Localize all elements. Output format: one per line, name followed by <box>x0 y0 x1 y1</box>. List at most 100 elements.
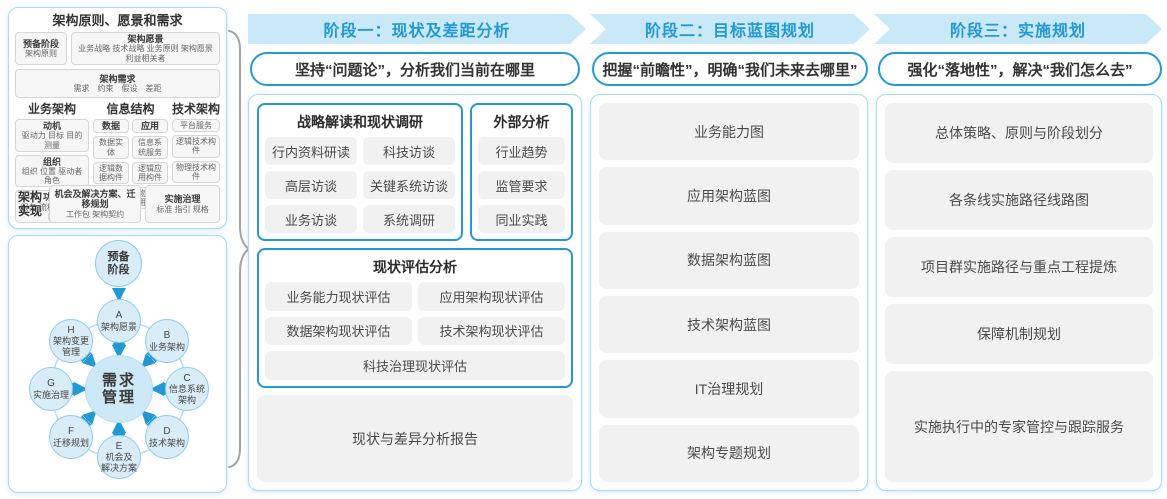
principles-panel: 架构原则、愿景和需求 预备阶段 架构原则 架构愿景 业务战略 技术战略 业务原则… <box>8 7 227 229</box>
adm-center-requirements-node: 需求 管理 <box>85 355 153 423</box>
phase3-item: 实施执行中的专家管控与跟踪服务 <box>885 371 1153 482</box>
strategy-item: 系统调研 <box>363 205 455 233</box>
architecture-columns: 业务架构 动机 驱动力 目标 目的 测量 组织 组织 位置 驱动者 角色 功能 … <box>15 102 221 224</box>
physical-tech-box: 物理技术构件 <box>172 160 220 183</box>
application-subcolumn: 应用 信息系统服务 逻辑应用构件 物理应用构件 <box>132 119 168 210</box>
adm-cycle-panel: 预备 阶段 需求 管理 A 架构愿景 B 业务架构 C 信息系统 架构 D 技术… <box>8 235 227 493</box>
technology-architecture-column: 技术架构 平台服务 逻辑技术构件 物理技术构件 <box>172 102 221 183</box>
adm-prep-node: 预备 阶段 <box>95 240 142 287</box>
assessment-item: 应用架构现状评估 <box>418 282 565 311</box>
node-id: A <box>115 310 123 322</box>
architecture-vision-box: 架构愿景 业务战略 技术战略 业务原则 架构愿景 利益相关者 <box>71 32 220 65</box>
box-title: 应用 <box>140 121 159 131</box>
phase1-slogan: 坚持“问题论”，分析我们当前在哪里 <box>250 52 580 86</box>
phase3-header-band: 阶段三：实施规划 <box>874 14 1162 44</box>
implementation-governance-box: 实施治理 标准 指引 规格 <box>145 185 220 223</box>
strategy-research-title: 战略解读和现状调研 <box>297 114 423 130</box>
external-items-grid: 行业趋势 监管要求 同业实践 <box>478 137 565 233</box>
current-state-assessment-box: 现状评估分析 业务能力现状评估 应用架构现状评估 数据架构现状评估 技术架构现状… <box>257 248 573 388</box>
node-id: B <box>163 330 171 342</box>
architecture-requirements-title: 架构需求 <box>99 73 136 84</box>
node-id: F <box>67 426 75 438</box>
phase3-item: 保障机制规划 <box>885 304 1153 364</box>
information-structure-column: 信息结构 数据 数据实体 逻辑数据构件 物理数据构件 应用 信息系统服务 逻辑应… <box>93 102 168 210</box>
node-label: 业务架构 <box>148 341 185 352</box>
phase3-item: 项目群实施路径与重点工程提炼 <box>885 237 1153 297</box>
box-title: 组织 <box>42 156 61 167</box>
phase2-slogan: 把握“前瞻性”，明确“我们未来去哪里” <box>592 52 868 86</box>
application-header-box: 应用 <box>132 119 168 134</box>
box-title: 数据 <box>101 121 120 131</box>
phase3-panel: 总体策略、原则与阶段划分 各条线实施路径线路图 项目群实施路径与重点工程提炼 保… <box>876 94 1162 491</box>
phase2-item: 应用架构蓝图 <box>599 167 859 225</box>
phase2-item: 数据架构蓝图 <box>599 231 859 289</box>
node-id: D <box>163 426 171 438</box>
platform-service-box: 平台服务 <box>172 119 220 133</box>
node-label: 技术架构 <box>148 437 185 448</box>
box-sub: 物理技术构件 <box>176 162 216 181</box>
adm-node-e: E 机会及 解决方案 <box>97 435 141 479</box>
assessment-item: 技术架构现状评估 <box>418 316 565 346</box>
technology-architecture-title: 技术架构 <box>172 102 221 116</box>
external-item: 监管要求 <box>478 171 565 199</box>
data-entity-box: 数据实体 <box>93 136 129 159</box>
strategy-item: 业务访谈 <box>265 205 357 233</box>
box-title: 机会及解决方案、迁移规划 <box>54 189 136 210</box>
gap-analysis-report-box: 现状与差异分析报告 <box>257 395 573 482</box>
architecture-requirements-box: 架构需求 需求 约束 假设 差距 <box>15 69 220 98</box>
strategy-research-box: 战略解读和现状调研 行内资料研读 科技访谈 高层访谈 关键系统访谈 业务访谈 系… <box>257 103 463 241</box>
curly-brace-icon <box>227 30 251 468</box>
business-architecture-column: 业务架构 动机 驱动力 目标 目的 测量 组织 组织 位置 驱动者 角色 功能 … <box>15 102 89 224</box>
node-label: 信息系统 架构 <box>168 384 205 405</box>
architecture-realization-row: 架构实现 机会及解决方案、迁移规划 工作包 架构契约 实施治理 标准 指引 规格 <box>15 185 220 223</box>
architecture-requirements-sub: 需求 约束 假设 差距 <box>73 84 162 94</box>
adm-node-c: C 信息系统 架构 <box>165 367 209 411</box>
logical-app-box: 逻辑应用构件 <box>132 161 168 185</box>
adm-node-d: D 技术架构 <box>145 415 189 459</box>
box-sub: 逻辑技术构件 <box>176 137 216 156</box>
adm-node-h: H 架构变更 管理 <box>49 319 93 363</box>
box-title: 动机 <box>42 121 61 131</box>
business-organization-box: 组织 组织 位置 驱动者 角色 <box>15 154 89 188</box>
phase2-header-band: 阶段二：目标蓝图规划 <box>590 14 870 44</box>
data-header-box: 数据 <box>93 119 129 134</box>
node-label: 架构愿景 <box>100 321 137 332</box>
assessment-item: 数据架构现状评估 <box>265 316 412 346</box>
external-item: 行业趋势 <box>478 137 565 165</box>
node-id: H <box>67 324 75 336</box>
assessment-title: 现状评估分析 <box>373 259 457 275</box>
assessment-items-grid: 业务能力现状评估 应用架构现状评估 数据架构现状评估 技术架构现状评估 科技治理… <box>265 282 565 380</box>
logical-tech-box: 逻辑技术构件 <box>172 135 220 158</box>
info-system-service-box: 信息系统服务 <box>132 136 168 159</box>
node-id: G <box>47 378 55 390</box>
node-label: 实施治理 <box>32 389 69 400</box>
phase3-item: 总体策略、原则与阶段划分 <box>885 103 1153 163</box>
logical-data-box: 逻辑数据构件 <box>93 161 129 185</box>
box-sub: 逻辑应用构件 <box>138 163 162 182</box>
box-sub: 驱动力 目标 目的 测量 <box>21 131 83 150</box>
external-analysis-box: 外部分析 行业趋势 监管要求 同业实践 <box>470 103 573 241</box>
opportunity-migration-box: 机会及解决方案、迁移规划 工作包 架构契约 <box>49 185 142 223</box>
box-sub: 逻辑数据构件 <box>99 163 123 182</box>
phase2-item: IT治理规划 <box>599 360 859 418</box>
phase3-slogan: 强化“落地性”，解决“我们怎么去” <box>878 52 1162 86</box>
adm-node-g: G 实施治理 <box>29 367 73 411</box>
adm-node-b: B 业务架构 <box>145 319 189 363</box>
node-id: C <box>183 372 191 384</box>
phase1-panel: 战略解读和现状调研 行内资料研读 科技访谈 高层访谈 关键系统访谈 业务访谈 系… <box>248 94 582 491</box>
strategy-item: 行内资料研读 <box>265 137 357 165</box>
strategy-item: 高层访谈 <box>265 171 357 199</box>
node-label: 迁移规划 <box>52 437 89 448</box>
adm-node-a: A 架构愿景 <box>97 299 141 343</box>
information-subcolumns: 数据 数据实体 逻辑数据构件 物理数据构件 应用 信息系统服务 逻辑应用构件 物… <box>93 119 168 210</box>
prep-phase-sub: 架构原则 <box>25 49 57 59</box>
business-motivation-box: 动机 驱动力 目标 目的 测量 <box>15 119 89 152</box>
adm-node-f: F 迁移规划 <box>49 415 93 459</box>
prep-vision-row: 预备阶段 架构原则 架构愿景 业务战略 技术战略 业务原则 架构愿景 利益相关者 <box>15 32 220 65</box>
data-subcolumn: 数据 数据实体 逻辑数据构件 物理数据构件 <box>93 119 129 210</box>
assessment-item: 科技治理现状评估 <box>265 351 565 380</box>
box-sub: 工作包 架构契约 <box>65 209 125 219</box>
architecture-vision-sub: 业务战略 技术战略 业务原则 架构愿景 利益相关者 <box>78 44 213 63</box>
node-label: 机会及 解决方案 <box>100 452 137 473</box>
principles-title: 架构原则、愿景和需求 <box>52 13 183 28</box>
